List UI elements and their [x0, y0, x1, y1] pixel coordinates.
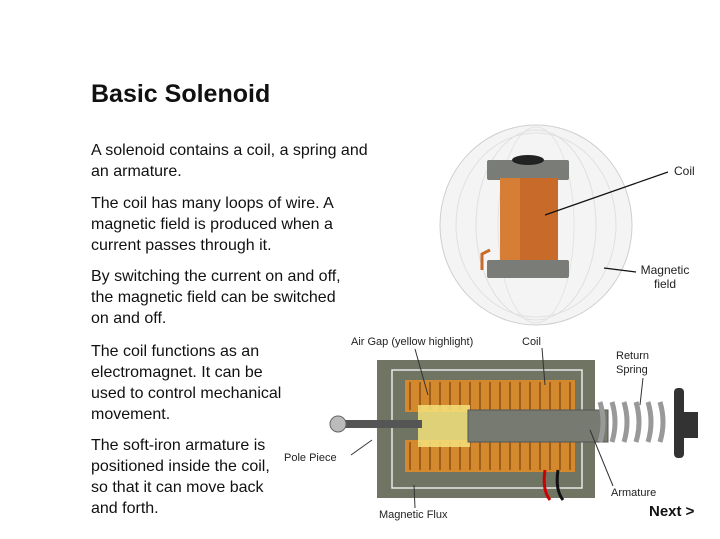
- return-spring-label: Return Spring: [616, 350, 650, 376]
- armature-label: Armature: [611, 487, 657, 499]
- solenoid-cross-section: [329, 347, 698, 509]
- pole-piece-label: Pole Piece: [284, 452, 337, 464]
- magnetic-flux-label: Magnetic Flux: [379, 509, 448, 521]
- paragraph-5: The soft-iron armature is positioned ins…: [91, 437, 270, 517]
- paragraph-2: The coil has many loops of wire. A magne…: [91, 195, 333, 254]
- next-button[interactable]: Next >: [649, 503, 695, 520]
- air-gap-highlight: [418, 405, 470, 447]
- paragraph-1: A solenoid contains a coil, a spring and…: [91, 142, 368, 180]
- coil-label-top: Coil: [674, 164, 695, 178]
- air-gap-label: Air Gap (yellow highlight): [351, 336, 474, 348]
- paragraph-4: The coil functions as an electromagnet. …: [91, 343, 282, 423]
- slide-title: Basic Solenoid: [91, 80, 271, 108]
- magnetic-field-label: Magnetic field: [640, 263, 690, 291]
- paragraph-3: By switching the current on and off, the…: [91, 268, 341, 327]
- coil-label-bottom: Coil: [522, 336, 541, 348]
- magnetic-field-coil-illustration: [439, 124, 669, 326]
